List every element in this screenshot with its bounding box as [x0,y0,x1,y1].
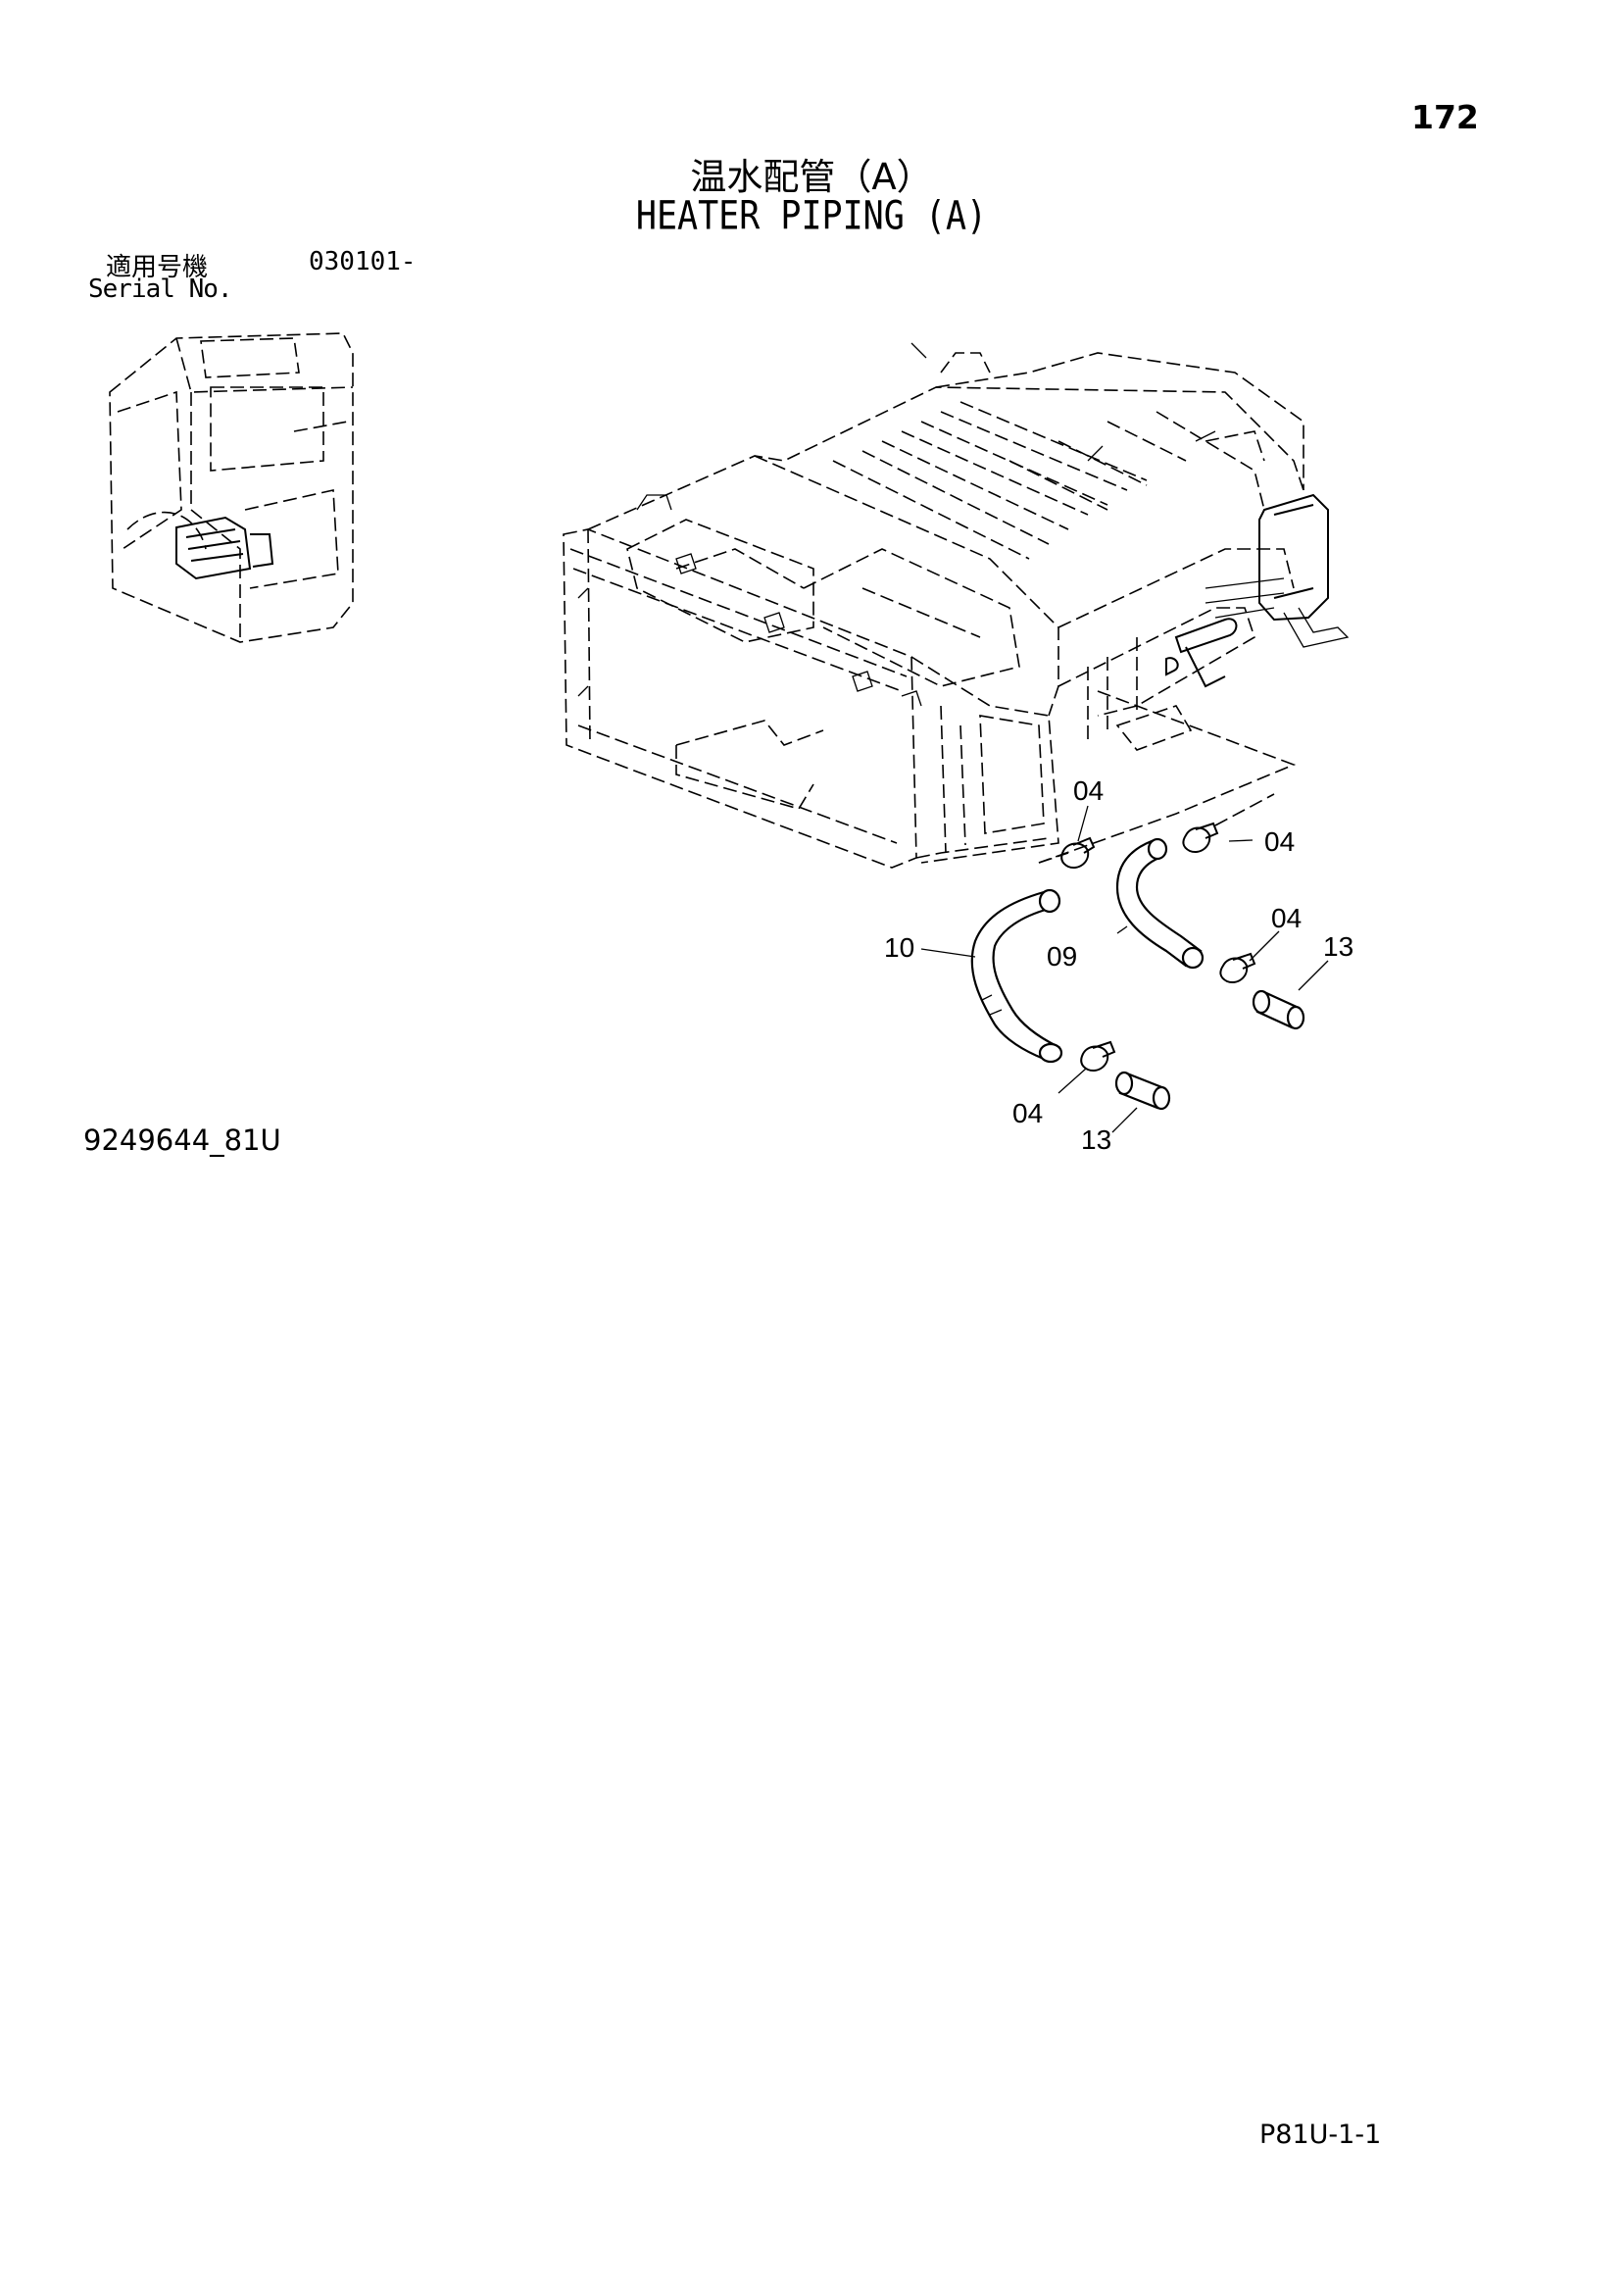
callout-04-right: 04 [1264,826,1295,857]
callout-13-bottom: 13 [1081,1124,1111,1155]
serial-label-english: Serial No. [88,275,233,304]
page-code: P81U-1-1 [1259,2120,1382,2150]
callout-13-right: 13 [1323,931,1353,962]
callout-04-bottom: 04 [1012,1098,1043,1128]
hose-09 [1115,837,1205,970]
title-japanese: 温水配管（A） [690,156,933,198]
callout-leaders [920,805,1329,1133]
cab-locator-illustration [109,332,354,643]
callout-09: 09 [1047,941,1077,972]
joint-13 [1114,989,1305,1111]
title-english: HEATER PIPING (A) [635,194,988,239]
heater-unit-illustration [563,342,1350,869]
callout-10: 10 [884,932,914,963]
serial-value: 030101- [309,247,417,276]
page-number: 172 [1411,98,1479,136]
drawing-number: 9249644_81U [83,1123,281,1157]
callout-04-top: 04 [1073,775,1104,806]
hose-clamp-04 [1060,822,1256,1072]
callout-04-lower-right: 04 [1271,903,1302,933]
serial-label-japanese: 適用号機 [106,253,209,282]
hose-10 [970,888,1063,1064]
